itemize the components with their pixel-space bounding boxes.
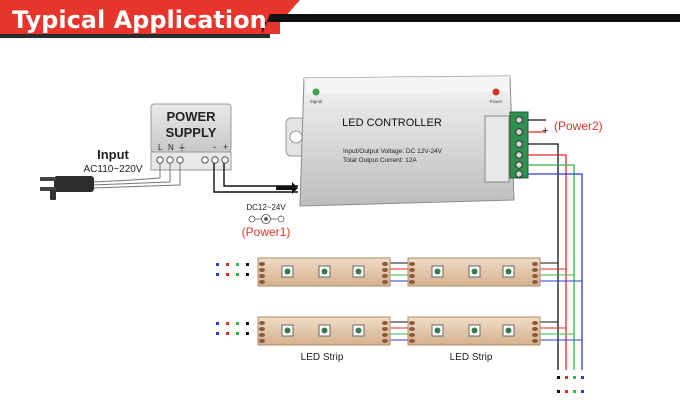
- page-title: Typical Application: [12, 6, 267, 34]
- input-label: Input: [97, 147, 129, 162]
- input-voltage: AC110~220V: [83, 164, 142, 175]
- banner-shadow: [0, 34, 270, 38]
- ac-plug-icon: [40, 176, 94, 200]
- power-led-label: Power: [490, 99, 503, 104]
- dc-input-wires: [213, 163, 298, 193]
- power-supply-title-line1: POWER: [166, 109, 216, 124]
- terminal-plus-label: +: [223, 142, 228, 152]
- signal-led-label: Signal: [310, 99, 323, 104]
- wire-red: [528, 154, 567, 370]
- led-strip-row2-right: [407, 316, 541, 346]
- power-led-icon: [492, 88, 500, 96]
- terminal-ground-label: ⏚: [178, 143, 186, 152]
- terminal-n-label: N: [168, 143, 174, 152]
- power1-label: (Power1): [242, 225, 291, 239]
- wire-black: [528, 143, 559, 370]
- terminal-minus-label: -: [213, 142, 216, 152]
- controller-mount-hole: [289, 130, 303, 144]
- controller-title: LED CONTROLLER: [342, 117, 442, 129]
- controller-body: [299, 75, 515, 207]
- strip-feed-wires: [390, 262, 582, 341]
- banner: [0, 0, 680, 38]
- strip-row1-leading-dots: [216, 263, 249, 276]
- wire-green: [528, 164, 575, 370]
- controller-output-label-plate: [484, 115, 510, 183]
- power2-label: (Power2): [554, 119, 603, 133]
- led-strip-label-left: LED Strip: [301, 352, 344, 363]
- power-supply: POWER SUPPLY L N ⏚ - +: [150, 103, 232, 171]
- banner-black-underline: [270, 14, 680, 22]
- output-continuation-dots: [557, 376, 584, 393]
- terminal-l-label: L: [158, 143, 163, 152]
- controller-spec-line2: Total Output Current: 12A: [343, 157, 417, 164]
- power2-plus-label: +: [542, 125, 548, 137]
- led-strip-row1-left: [257, 257, 391, 287]
- controller-terminal-screws: [515, 116, 523, 178]
- led-strip-row1-right: [407, 257, 541, 287]
- wire-blue: [528, 173, 583, 370]
- controller-spec-line1: Input/Output Voltage: DC 12V-24V: [343, 148, 443, 155]
- led-controller: Signal Power LED CONTROLLER Input/Output…: [285, 75, 529, 207]
- controller-top-face: [304, 76, 510, 94]
- dc-direction-arrow: [276, 182, 298, 194]
- strip-row2-leading-dots: [216, 322, 249, 335]
- led-strip-label-right: LED Strip: [450, 352, 493, 363]
- dc-polarity-icon: [248, 214, 285, 224]
- banner-red-bar: [0, 0, 280, 34]
- led-strip-row2-left: [257, 316, 391, 346]
- ac-input-wiring: [91, 163, 181, 189]
- output-wires: [528, 119, 583, 370]
- power-supply-title-line2: SUPPLY: [166, 125, 217, 140]
- power1-voltage: DC12~24V: [246, 203, 286, 212]
- signal-led-icon: [312, 88, 320, 96]
